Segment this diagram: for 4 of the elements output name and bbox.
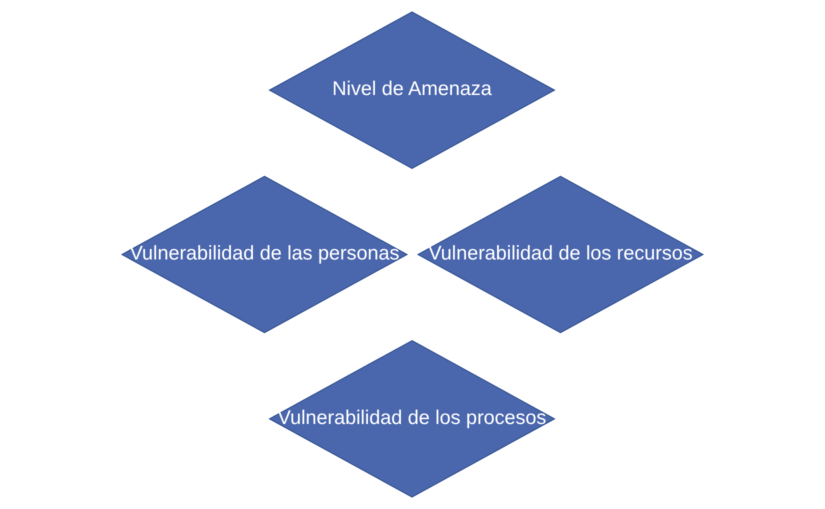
node-diamond: Vulnerabilidad de los recursos xyxy=(416,176,704,334)
node-diamond: Vulnerabilidad de las personas xyxy=(120,176,408,334)
node-diamond: Nivel de Amenaza xyxy=(268,11,556,169)
node-diamond: Vulnerabilidad de los procesos xyxy=(268,340,556,498)
